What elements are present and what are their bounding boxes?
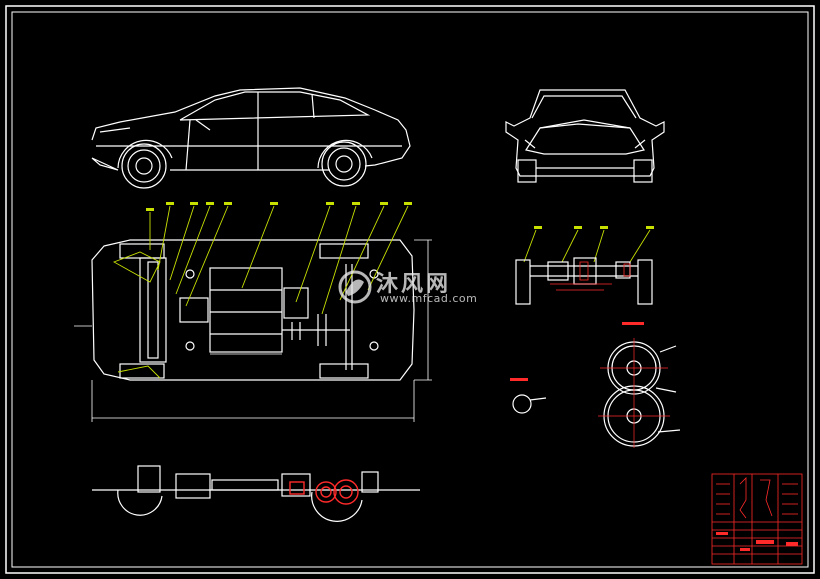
chassis-plan-view [74,239,432,422]
inner-frame [11,11,809,568]
watermark-url: www.mfcad.com [380,292,478,305]
gear-details [512,338,681,448]
rear-axle-dims [550,261,631,291]
title-block [711,473,803,565]
leader-tags [146,202,654,229]
drivetrain-elevation [92,465,420,522]
front-view-car [505,89,665,183]
watermark-text: 沐风网 [376,272,452,297]
title-block-fill [716,532,798,551]
drivetrain-gears [289,479,359,505]
watermark: 沐风网 www.mfcad.com [336,268,496,308]
side-view-car [91,87,411,189]
rear-axle-section [515,257,653,305]
mfcad-logo-icon [338,270,372,304]
gear-section-marks [510,322,644,381]
leader-lines [112,205,651,379]
outer-frame [5,5,815,574]
